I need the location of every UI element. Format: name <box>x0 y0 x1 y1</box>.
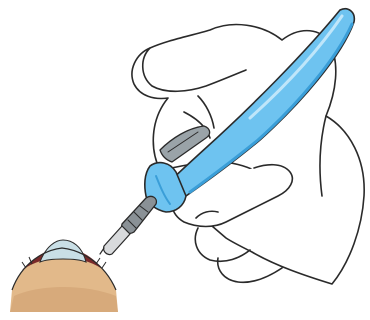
eye-lens <box>40 240 86 262</box>
instrument-needle <box>100 248 104 254</box>
instrument-shaft <box>122 196 157 233</box>
instrument-tip <box>104 226 130 255</box>
